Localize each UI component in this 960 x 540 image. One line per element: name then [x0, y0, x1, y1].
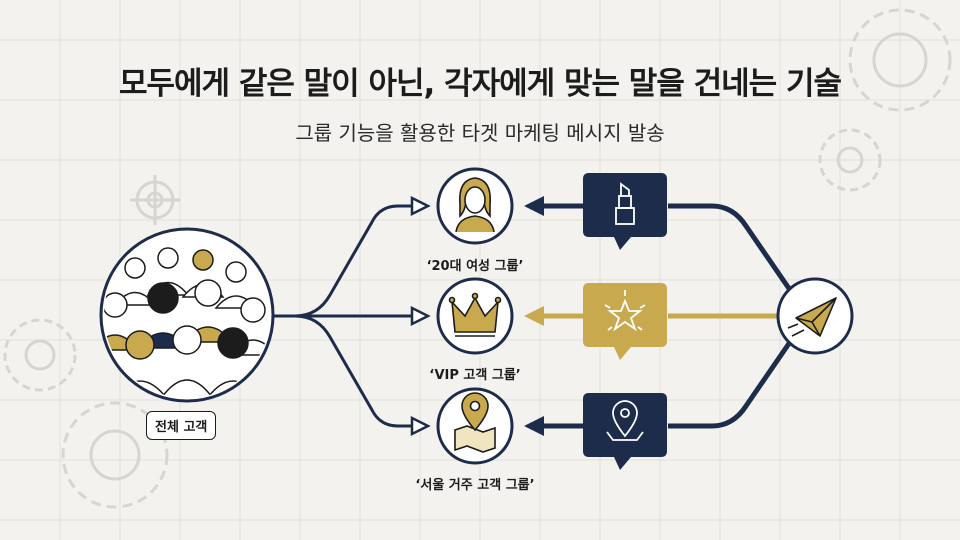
all-customers-label: 전체 고객	[146, 411, 216, 440]
group-20s-women-circle	[438, 169, 512, 243]
message-location-box	[583, 393, 667, 470]
branch-connectors	[270, 206, 412, 426]
page-title: 모두에게 같은 말이 아닌, 각자에게 맞는 말을 건네는 기술	[0, 58, 960, 103]
group-vip-circle	[438, 279, 512, 353]
group-label-seoul: ‘서울 거주 고객 그룹’	[375, 474, 575, 493]
group-label-vip: ‘VIP 고객 그룹’	[375, 364, 575, 383]
page-subtitle: 그룹 기능을 활용한 타겟 마케팅 메시지 발송	[0, 117, 960, 146]
group-seoul-circle	[438, 389, 512, 463]
message-star-box	[583, 283, 667, 360]
woman-icon	[456, 178, 494, 232]
sender-circle	[778, 279, 852, 353]
group-label-20s-women: ‘20대 여성 그룹’	[375, 255, 575, 274]
message-lipstick-box	[583, 173, 667, 250]
